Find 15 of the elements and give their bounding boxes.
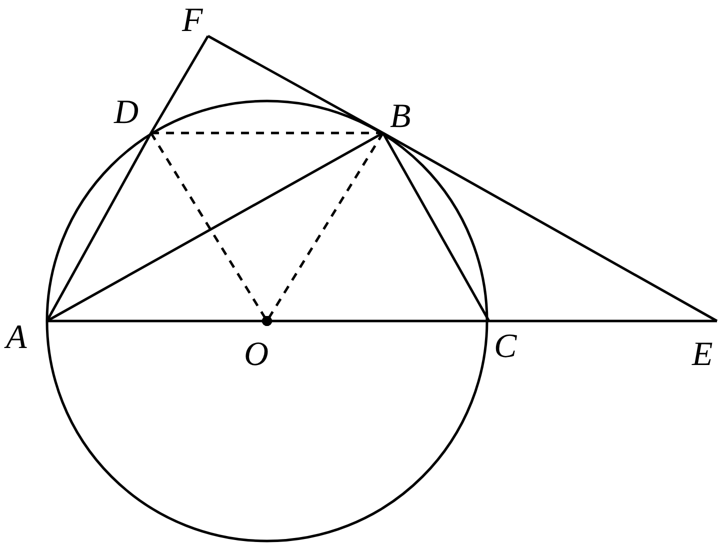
- line-segment: [489, 320, 717, 322]
- line-segment: [207, 34, 384, 134]
- dashed-line-segment: [151, 132, 383, 134]
- point-label: F: [182, 4, 203, 38]
- line-segment: [46, 132, 152, 322]
- point-label: C: [494, 330, 517, 364]
- point-label: A: [6, 321, 27, 355]
- point-label: D: [114, 96, 139, 130]
- point-label: E: [692, 338, 713, 372]
- point-label: O: [244, 338, 269, 372]
- line-segment: [150, 35, 210, 134]
- line-segment: [382, 132, 490, 322]
- dashed-line-segment: [262, 132, 384, 326]
- line-segment: [382, 132, 718, 322]
- point-label: B: [390, 100, 411, 134]
